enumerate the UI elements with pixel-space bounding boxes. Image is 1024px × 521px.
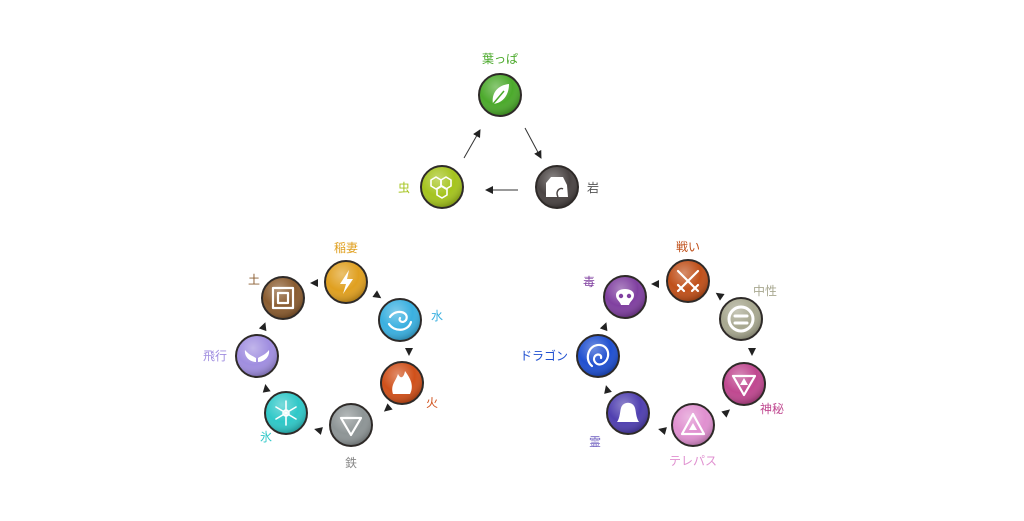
type-node-flying[interactable]: 飛行: [203, 334, 279, 378]
type-label: 葉っぱ: [482, 52, 518, 66]
type-node-mystic[interactable]: 神秘: [722, 362, 784, 416]
type-label: 岩: [587, 180, 599, 195]
type-label: 鉄: [345, 455, 357, 470]
arrow-icon: [604, 385, 612, 394]
type-node-leaf[interactable]: 葉っぱ: [478, 52, 522, 117]
arrow-icon: [405, 348, 413, 356]
right-cycle: 戦い 中性 神秘 テレパス: [520, 240, 784, 468]
type-label: 戦い: [676, 240, 700, 254]
mystic-triangle-icon: [731, 374, 757, 397]
arrow-icon: [383, 403, 393, 412]
type-node-bug[interactable]: 虫: [398, 165, 464, 209]
dragon-icon: [586, 343, 610, 368]
type-node-fire[interactable]: 火: [380, 361, 438, 410]
type-node-fighting[interactable]: 戦い: [666, 240, 710, 303]
flame-icon: [392, 371, 412, 394]
cycle-arrows: [258, 279, 413, 435]
type-label: 火: [426, 396, 438, 410]
arrow-leaf-to-rock: [524, 127, 542, 159]
wave-icon: [387, 310, 413, 331]
type-label: テレパス: [669, 454, 717, 468]
arrow-icon: [651, 280, 659, 288]
crossed-swords-icon: [676, 269, 700, 293]
arrow-icon: [310, 279, 318, 287]
type-label: 霊: [589, 435, 601, 449]
arrow-icon: [372, 290, 382, 299]
type-node-ice[interactable]: 氷: [260, 391, 308, 444]
type-node-rock[interactable]: 岩: [535, 165, 599, 209]
wings-icon: [244, 350, 270, 362]
skull-icon: [616, 289, 634, 305]
arrow-icon: [599, 322, 608, 332]
leaf-icon: [492, 84, 509, 105]
type-node-lightning[interactable]: 稲妻: [324, 241, 368, 304]
left-cycle: 稲妻 水 火 鉄 氷: [203, 241, 443, 470]
triangle-down-icon: [339, 416, 363, 437]
type-label: 神秘: [760, 402, 784, 416]
lightning-icon: [340, 270, 353, 294]
square-icon: [271, 286, 295, 310]
type-label: ドラゴン: [520, 348, 568, 363]
arrow-icon: [262, 384, 271, 393]
arrow-icon: [258, 322, 267, 332]
type-label: 氷: [260, 430, 272, 444]
arrow-icon: [715, 292, 725, 301]
type-label: 飛行: [203, 349, 227, 363]
type-label: 土: [248, 273, 260, 287]
type-node-poison[interactable]: 毒: [583, 275, 647, 319]
type-node-ghost[interactable]: 霊: [589, 391, 650, 449]
type-node-water[interactable]: 水: [378, 298, 443, 342]
type-label: 虫: [398, 181, 410, 195]
type-label: 水: [431, 309, 443, 323]
eye-triangle-icon: [680, 412, 706, 436]
rock-icon: [546, 177, 568, 198]
ghost-icon: [617, 402, 639, 422]
type-node-telepathy[interactable]: テレパス: [669, 403, 717, 468]
honeycomb-icon: [430, 176, 452, 199]
arrow-icon: [748, 348, 756, 356]
arrow-bug-to-leaf: [463, 129, 481, 159]
type-node-steel[interactable]: 鉄: [329, 403, 373, 470]
type-node-dragon[interactable]: ドラゴン: [520, 334, 620, 378]
cycle-arrows: [599, 280, 756, 435]
triangle-cycle: 葉っぱ 岩 虫: [398, 52, 599, 209]
equals-icon: [727, 305, 755, 333]
type-label: 稲妻: [334, 241, 358, 255]
arrow-icon: [314, 427, 323, 435]
arrow-icon: [658, 427, 667, 435]
type-node-neutral[interactable]: 中性: [719, 283, 777, 341]
type-label: 中性: [753, 283, 777, 298]
type-node-earth[interactable]: 土: [248, 273, 305, 320]
arrow-icon: [721, 409, 731, 418]
type-label: 毒: [583, 275, 595, 289]
snowflake-icon: [275, 400, 297, 426]
